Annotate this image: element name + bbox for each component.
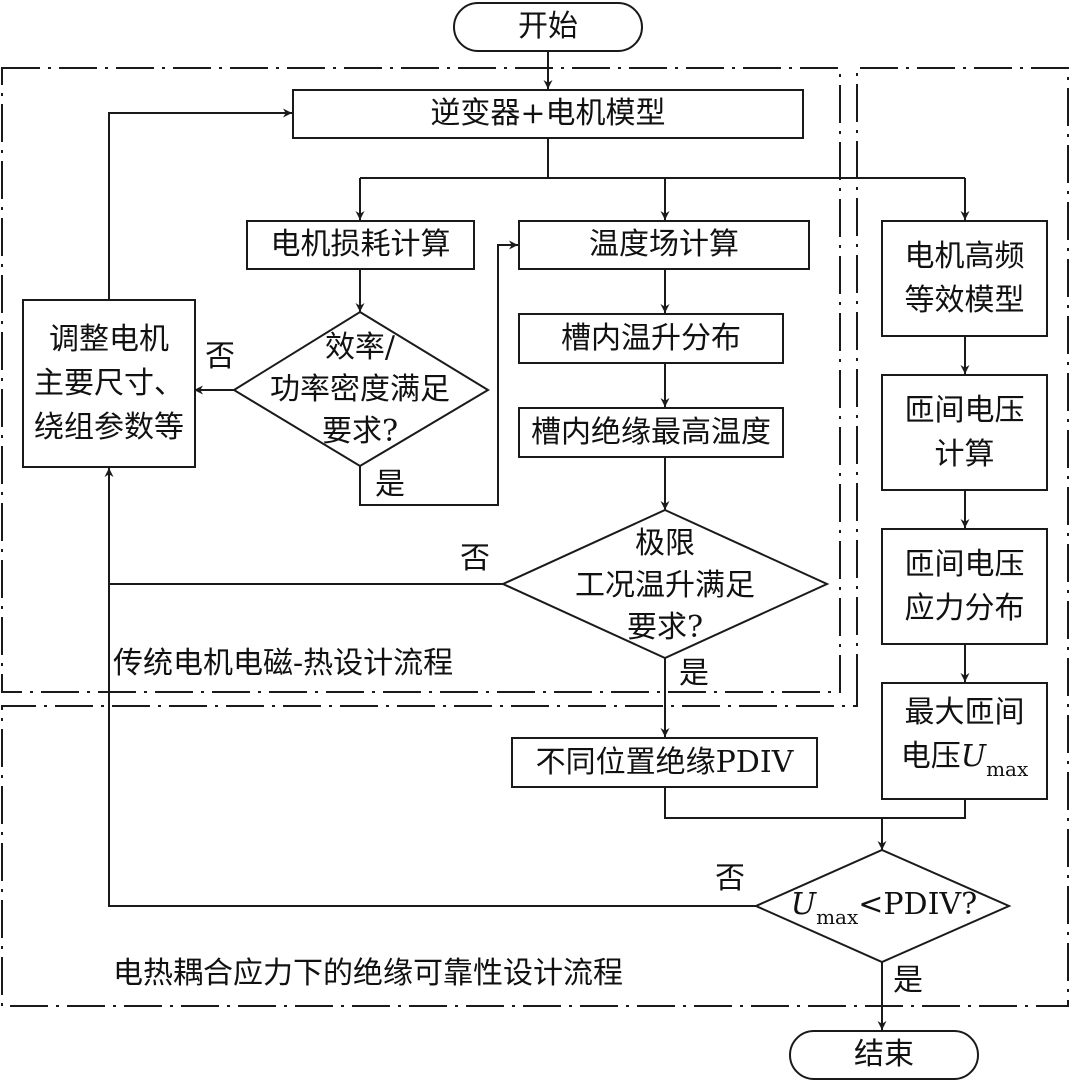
turn-voltage-calc-line-2: 计算 (934, 436, 995, 472)
max-turn-voltage-line-1: 最大匝间 (904, 695, 1025, 730)
max-turn-voltage-var: U (960, 739, 987, 774)
slot-insulation-max-temp-box: 槽内绝缘最高温度 (518, 407, 784, 458)
temp-field-calc-box: 温度场计算 (518, 220, 810, 270)
efficiency-line-1: 效率/ (324, 330, 396, 365)
limit-decision-text: 极限 工况温升满足 要求? (540, 523, 790, 649)
temp-field-calc-label: 温度场计算 (589, 227, 739, 262)
adjust-motor-line-2: 主要尺寸、 (34, 365, 184, 401)
limit-no-label: 否 (460, 541, 490, 576)
limit-line-1: 极限 (635, 526, 695, 561)
traditional-region-caption: 传统电机电磁-热设计流程 (113, 646, 454, 681)
loss-calc-box: 电机损耗计算 (246, 220, 475, 270)
limit-line-3: 要求? (626, 610, 704, 645)
loss-calc-label: 电机损耗计算 (270, 227, 451, 262)
limit-line-2: 工况温升满足 (575, 568, 755, 603)
efficiency-decision-text: 效率/ 功率密度满足 要求? (254, 327, 466, 453)
reliability-region-caption: 电热耦合应力下的绝缘可靠性设计流程 (113, 956, 623, 991)
start-terminal: 开始 (453, 2, 643, 52)
slot-temp-rise-label: 槽内温升分布 (561, 320, 741, 356)
max-turn-voltage-box: 最大匝间 电压Umax (881, 682, 1048, 800)
edge-umax-no (104, 468, 756, 907)
pdiv-positions-label: 不同位置绝缘PDIV (535, 744, 794, 780)
umax-var: U (790, 887, 817, 922)
traditional-region-frame (1, 67, 841, 693)
turn-voltage-stress-box: 匝间电压 应力分布 (881, 528, 1048, 645)
umax-no-label: 否 (715, 861, 745, 896)
efficiency-yes-label: 是 (375, 467, 405, 502)
reliability-region-frame (1, 67, 1069, 1007)
adjust-motor-line-3: 绕组参数等 (34, 409, 184, 445)
pdiv-positions-box: 不同位置绝缘PDIV (511, 737, 818, 788)
hf-equiv-model-line-1: 电机高频 (904, 238, 1025, 274)
efficiency-no-label: 否 (205, 339, 235, 374)
inverter-motor-model-label: 逆变器+电机模型 (430, 96, 666, 131)
start-label: 开始 (518, 9, 578, 44)
umax-yes-label: 是 (893, 963, 923, 998)
end-terminal: 结束 (789, 1030, 979, 1080)
limit-yes-label: 是 (679, 656, 709, 691)
edge-adjust-to-model (108, 108, 292, 299)
max-turn-voltage-line-2: 电压Umax (901, 735, 1028, 791)
max-turn-voltage-prefix: 电压 (900, 739, 961, 774)
end-label: 结束 (854, 1037, 914, 1072)
edge-efficiency-yes (359, 240, 518, 506)
turn-voltage-stress-line-2: 应力分布 (904, 590, 1025, 626)
hf-equiv-model-line-2: 等效模型 (904, 282, 1025, 318)
max-turn-voltage-sub: max (986, 757, 1029, 781)
turn-voltage-calc-box: 匝间电压 计算 (881, 374, 1048, 491)
adjust-motor-box: 调整电机 主要尺寸、 绕组参数等 (22, 299, 196, 468)
umax-decision-text: Umax<PDIV? (760, 884, 1008, 938)
slot-temp-rise-box: 槽内温升分布 (518, 313, 784, 364)
turn-voltage-calc-line-1: 匝间电压 (904, 392, 1025, 428)
adjust-motor-line-1: 调整电机 (49, 321, 169, 357)
umax-rest: <PDIV? (858, 887, 978, 922)
edge-pdiv-merge (664, 788, 966, 819)
efficiency-line-3: 要求? (321, 414, 399, 449)
efficiency-line-2: 功率密度满足 (270, 372, 450, 407)
umax-sub: max (816, 905, 859, 929)
slot-insulation-max-temp-label: 槽内绝缘最高温度 (531, 414, 771, 450)
inverter-motor-model-box: 逆变器+电机模型 (292, 89, 804, 139)
hf-equiv-model-box: 电机高频 等效模型 (881, 220, 1048, 337)
turn-voltage-stress-line-1: 匝间电压 (904, 546, 1025, 582)
